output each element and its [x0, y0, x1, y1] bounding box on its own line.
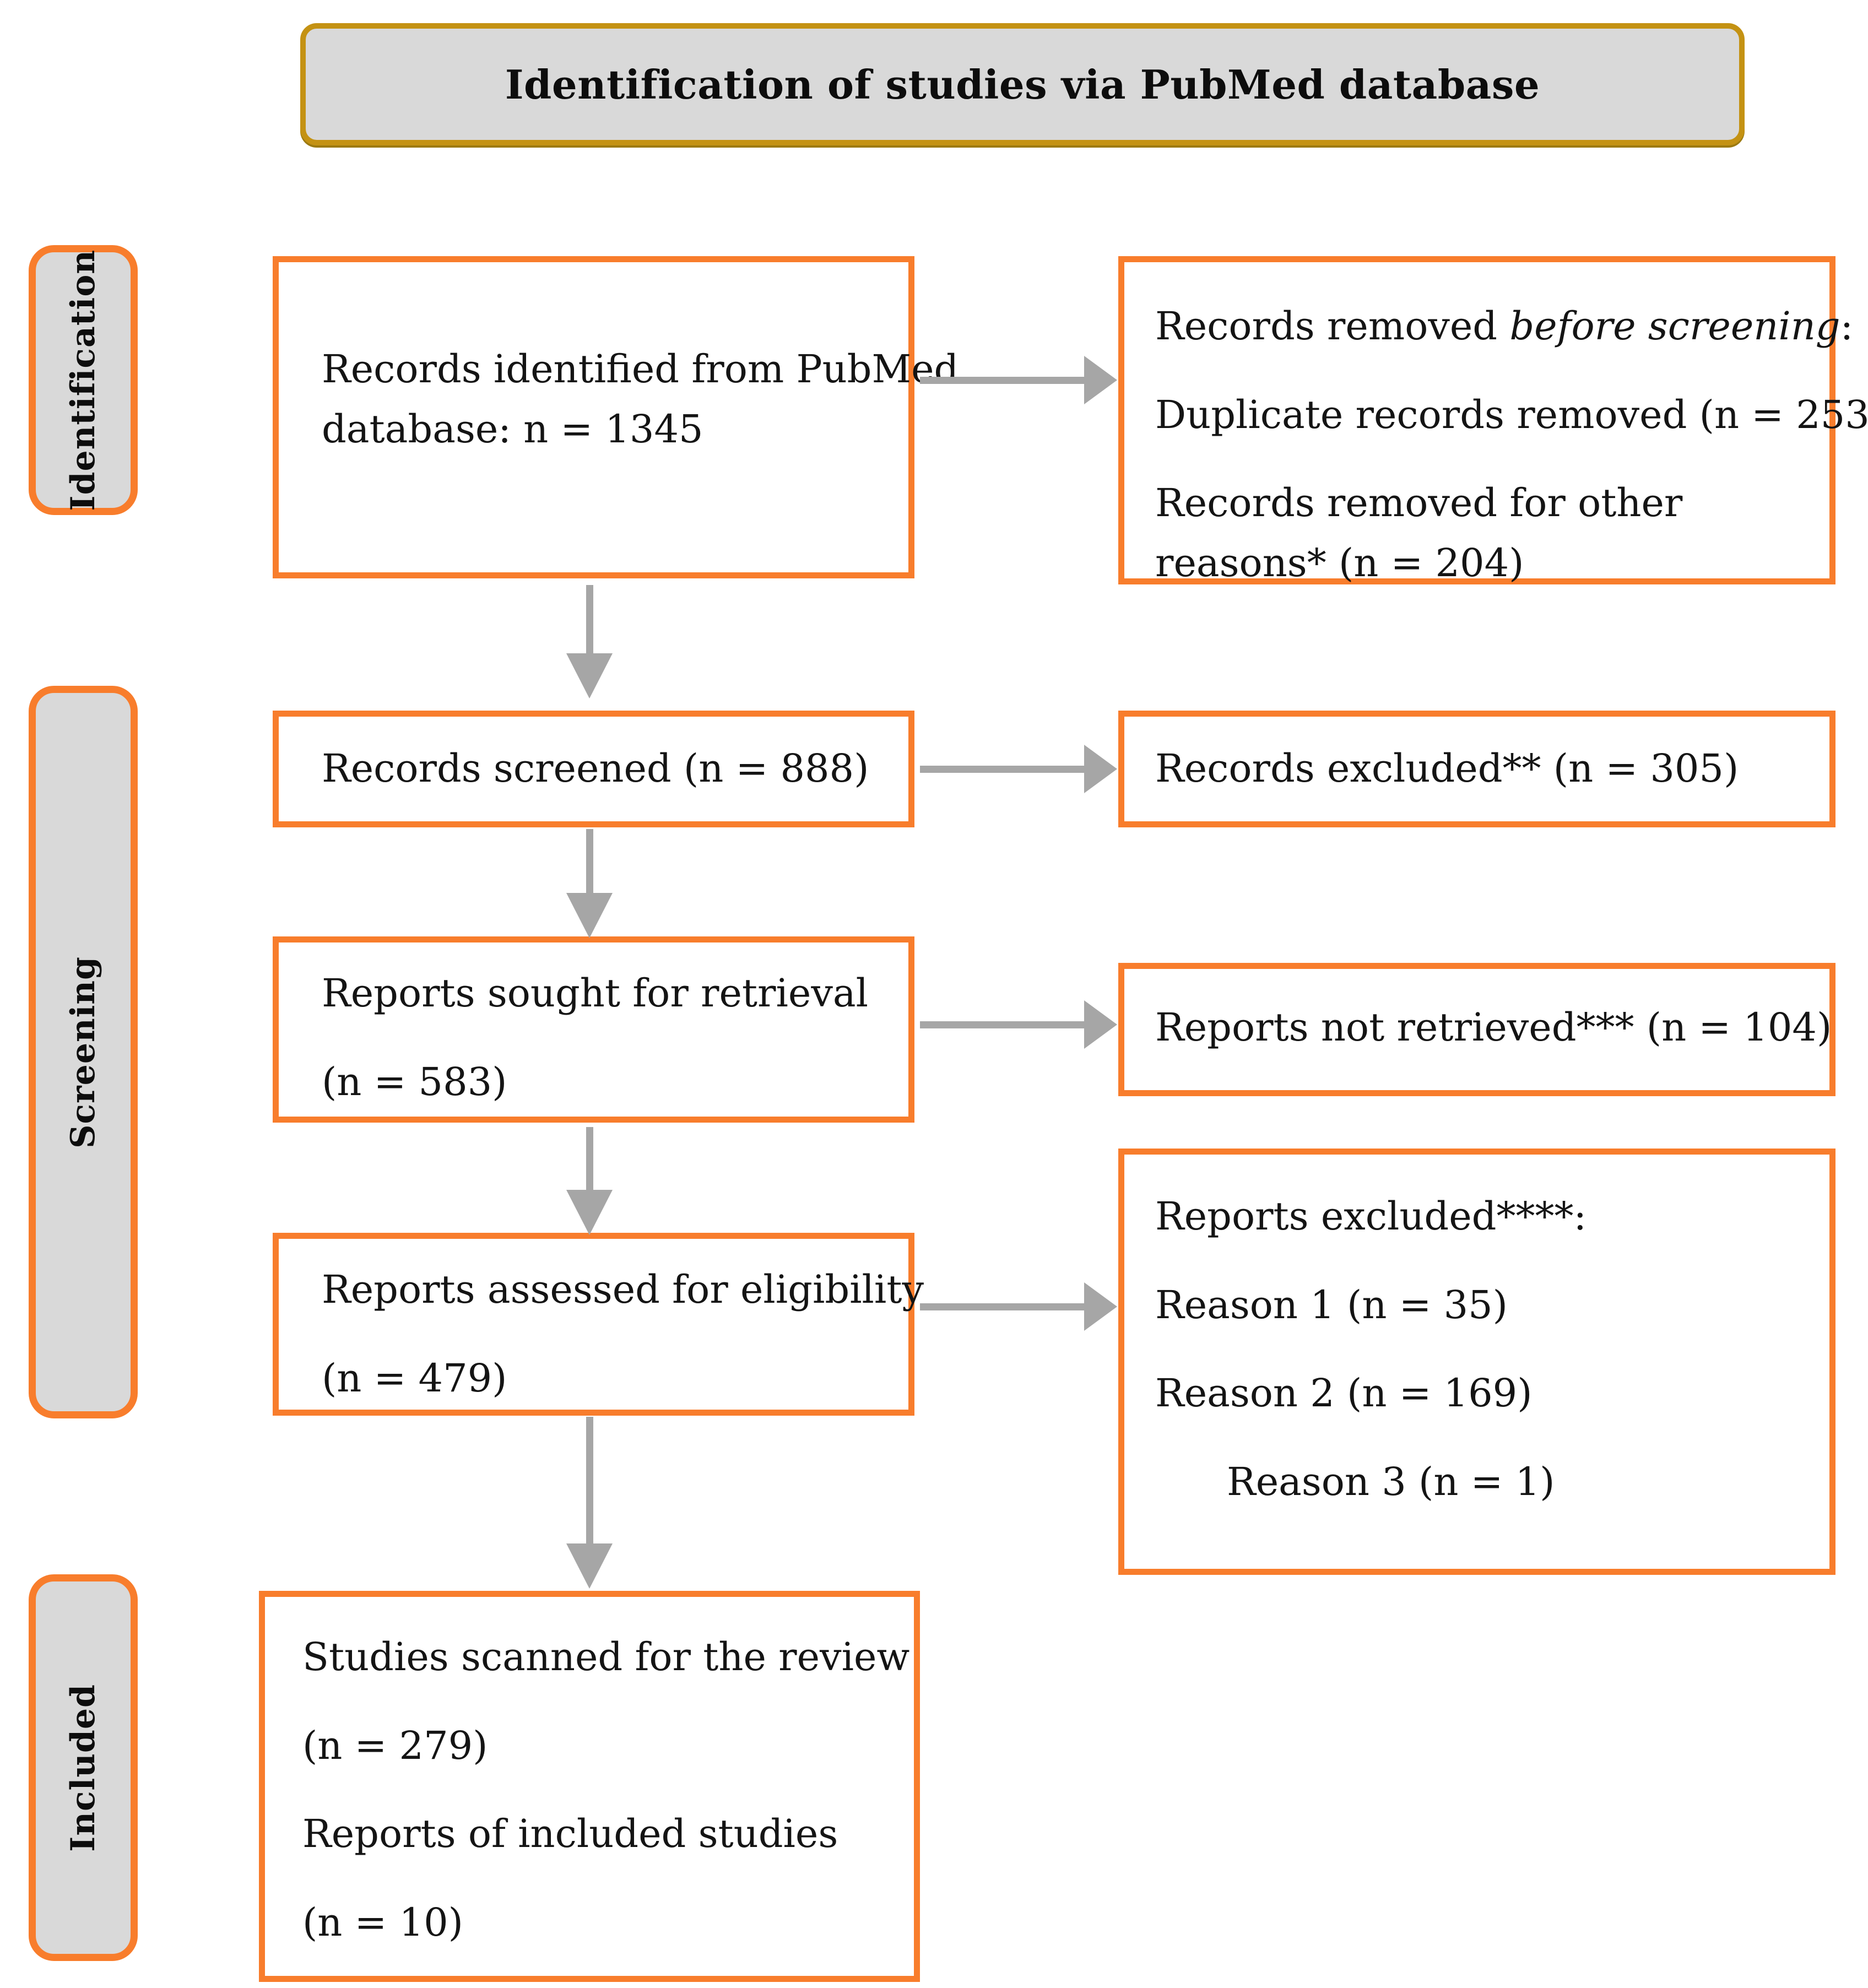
stage-identification-label: Identification	[64, 249, 102, 511]
stage-included-label: Included	[64, 1683, 102, 1852]
reports-sought-line2: (n = 583)	[322, 1059, 507, 1104]
reports-excluded-reason-3: Reason 3 (n = 1)	[1227, 1459, 1555, 1504]
arrow-head	[1084, 745, 1117, 793]
arrow-line	[920, 766, 1086, 773]
studies-included-line1: Studies scanned for the review	[302, 1634, 910, 1680]
reports-assessed-line2: (n = 479)	[322, 1355, 507, 1401]
studies-included-line4: (n = 10)	[302, 1899, 463, 1945]
arrow-line	[586, 1417, 593, 1547]
stage-screening: Screening	[29, 686, 138, 1418]
records-removed-other-reasons: Records removed for other reasons* (n = …	[1155, 480, 1683, 586]
arrow-line	[920, 377, 1086, 384]
box-records-identified: Records identified from PubMed database:…	[273, 256, 959, 578]
arrow-head	[566, 1543, 613, 1589]
arrow-line	[920, 1021, 1086, 1028]
diagram-title-banner: Identification of studies via PubMed dat…	[300, 23, 1745, 145]
records-identified-line1: Records identified from PubMed	[322, 346, 959, 392]
arrow-line	[920, 1303, 1086, 1310]
box-records-removed: Records removed before screening: Duplic…	[1118, 256, 1868, 586]
records-removed-heading-pre: Records removed	[1155, 304, 1510, 349]
box-records-excluded: Records excluded** (n = 305)	[1118, 711, 1835, 827]
reports-assessed-line1: Reports assessed for eligibility	[322, 1267, 924, 1312]
reports-excluded-reason-1: Reason 1 (n = 35)	[1155, 1282, 1508, 1328]
stage-included: Included	[29, 1574, 138, 1961]
records-removed-heading-post: :	[1840, 304, 1854, 349]
records-screened-text: Records screened (n = 888)	[322, 746, 869, 791]
box-reports-sought: Reports sought for retrieval (n = 583)	[273, 936, 914, 1123]
box-reports-assessed: Reports assessed for eligibility (n = 47…	[273, 1233, 924, 1416]
box-reports-not-retrieved: Reports not retrieved*** (n = 104)	[1118, 963, 1835, 1096]
studies-included-line2: (n = 279)	[302, 1722, 488, 1768]
studies-included-line3: Reports of included studies	[302, 1811, 838, 1856]
records-removed-heading-italic: before screening	[1509, 304, 1840, 349]
arrow-head	[1084, 356, 1117, 404]
arrow-head	[1084, 1282, 1117, 1331]
arrow-line	[586, 1127, 593, 1192]
records-removed-duplicates: Duplicate records removed (n = 253)	[1155, 392, 1868, 437]
box-records-screened: Records screened (n = 888)	[273, 711, 914, 827]
arrow-line	[586, 585, 593, 656]
box-reports-excluded: Reports excluded****: Reason 1 (n = 35) …	[1118, 1149, 1835, 1575]
arrow-head	[566, 653, 613, 698]
reports-not-retrieved-text: Reports not retrieved*** (n = 104)	[1155, 1005, 1832, 1050]
box-studies-included: Studies scanned for the review (n = 279)…	[259, 1591, 920, 1982]
reports-excluded-heading: Reports excluded****:	[1155, 1194, 1587, 1239]
arrow-head	[566, 1190, 613, 1235]
records-removed-heading: Records removed before screening:	[1155, 296, 1853, 356]
arrow-head	[1084, 1000, 1117, 1049]
arrow-line	[586, 829, 593, 895]
stage-screening-label: Screening	[64, 956, 102, 1149]
records-excluded-text: Records excluded** (n = 305)	[1155, 746, 1739, 791]
reports-excluded-reason-2: Reason 2 (n = 169)	[1155, 1371, 1533, 1416]
records-identified-line2: database: n = 1345	[322, 406, 703, 452]
diagram-title: Identification of studies via PubMed dat…	[505, 61, 1540, 108]
stage-identification: Identification	[29, 245, 138, 515]
reports-sought-line1: Reports sought for retrieval	[322, 971, 868, 1016]
arrow-head	[566, 893, 613, 938]
